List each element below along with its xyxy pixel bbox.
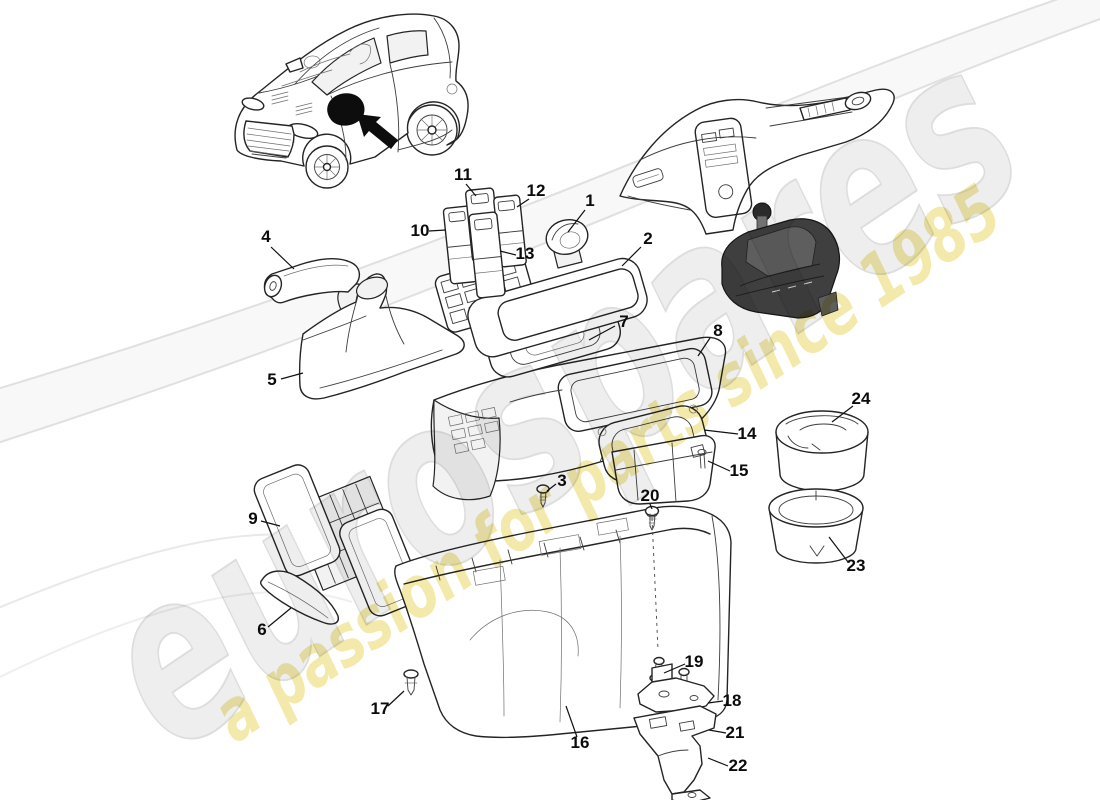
part-label-17: 17 [371, 699, 390, 718]
leader-line-16 [565, 705, 578, 738]
part-label-21: 21 [726, 723, 745, 742]
part-label-18: 18 [723, 691, 742, 710]
leader-line-24 [831, 405, 854, 423]
part-label-11: 11 [454, 165, 472, 184]
shifter-boot-dark [721, 202, 841, 319]
dashboard-assembly [619, 88, 895, 319]
side-window [311, 37, 382, 96]
leader-line-20 [649, 503, 653, 510]
part-label-13: 13 [516, 244, 535, 263]
leader-line-10 [428, 229, 447, 232]
part-label-6: 6 [257, 620, 266, 639]
location-arrow-icon [357, 114, 398, 149]
part-label-4: 4 [261, 227, 271, 246]
leader-line-22 [707, 757, 729, 767]
leader-line-2 [621, 246, 642, 267]
leader-line-14 [703, 429, 739, 435]
part-label-8: 8 [713, 321, 722, 340]
leader-line-9 [260, 520, 281, 527]
leader-line-23 [828, 536, 849, 563]
part-15-cupholder-housing [611, 434, 716, 505]
leader-line-8 [697, 337, 711, 357]
part-6-compartment-mat [260, 570, 339, 625]
leader-line-6 [267, 607, 292, 628]
leader-line-18 [707, 700, 724, 704]
part-label-3: 3 [557, 471, 566, 490]
part-24-ashtray-lid [775, 410, 869, 492]
part-label-16: 16 [571, 733, 590, 752]
leader-line-13 [499, 250, 517, 256]
part-label-15: 15 [730, 461, 749, 480]
highlighted-console-location [327, 93, 365, 126]
part-17-clip [403, 669, 419, 696]
part-13-switch [468, 211, 506, 299]
part-23-ashtray-cup [768, 488, 864, 564]
part-label-12: 12 [527, 181, 546, 200]
leader-line-7 [588, 325, 616, 341]
grille [243, 120, 295, 158]
leader-line-21 [708, 729, 727, 734]
mirror-icon [285, 57, 304, 73]
part-label-14: 14 [738, 424, 757, 443]
center-stack [694, 117, 753, 218]
headlight [241, 97, 265, 111]
part-label-5: 5 [267, 370, 276, 389]
leader-line-5 [280, 372, 304, 380]
leader-line-15 [707, 460, 731, 472]
part-label-19: 19 [685, 652, 704, 671]
part-18-bracket [637, 663, 715, 713]
part-label-7: 7 [619, 312, 628, 331]
leader-line-17 [387, 690, 405, 707]
rear-window [386, 30, 429, 64]
screw-axis-line [651, 517, 659, 651]
part-21-bracket [633, 705, 717, 800]
part-5-handbrake-boot [298, 273, 465, 400]
part-label-2: 2 [643, 229, 652, 248]
part-label-23: 23 [847, 556, 866, 575]
part-label-10: 10 [411, 221, 430, 240]
part-label-24: 24 [852, 389, 871, 408]
part-label-20: 20 [641, 486, 660, 505]
part-label-22: 22 [729, 756, 748, 775]
car-location-inset [234, 13, 469, 189]
leader-line-3 [546, 483, 557, 492]
part-label-1: 1 [585, 191, 594, 210]
leader-line-1 [567, 209, 586, 233]
part-3-screw [536, 484, 550, 508]
leader-line-11 [465, 183, 477, 197]
part-20-screw [644, 505, 660, 531]
leader-line-12 [516, 198, 530, 208]
leader-line-19 [663, 663, 686, 674]
leader-line-4 [270, 246, 295, 270]
part-label-9: 9 [248, 509, 257, 528]
